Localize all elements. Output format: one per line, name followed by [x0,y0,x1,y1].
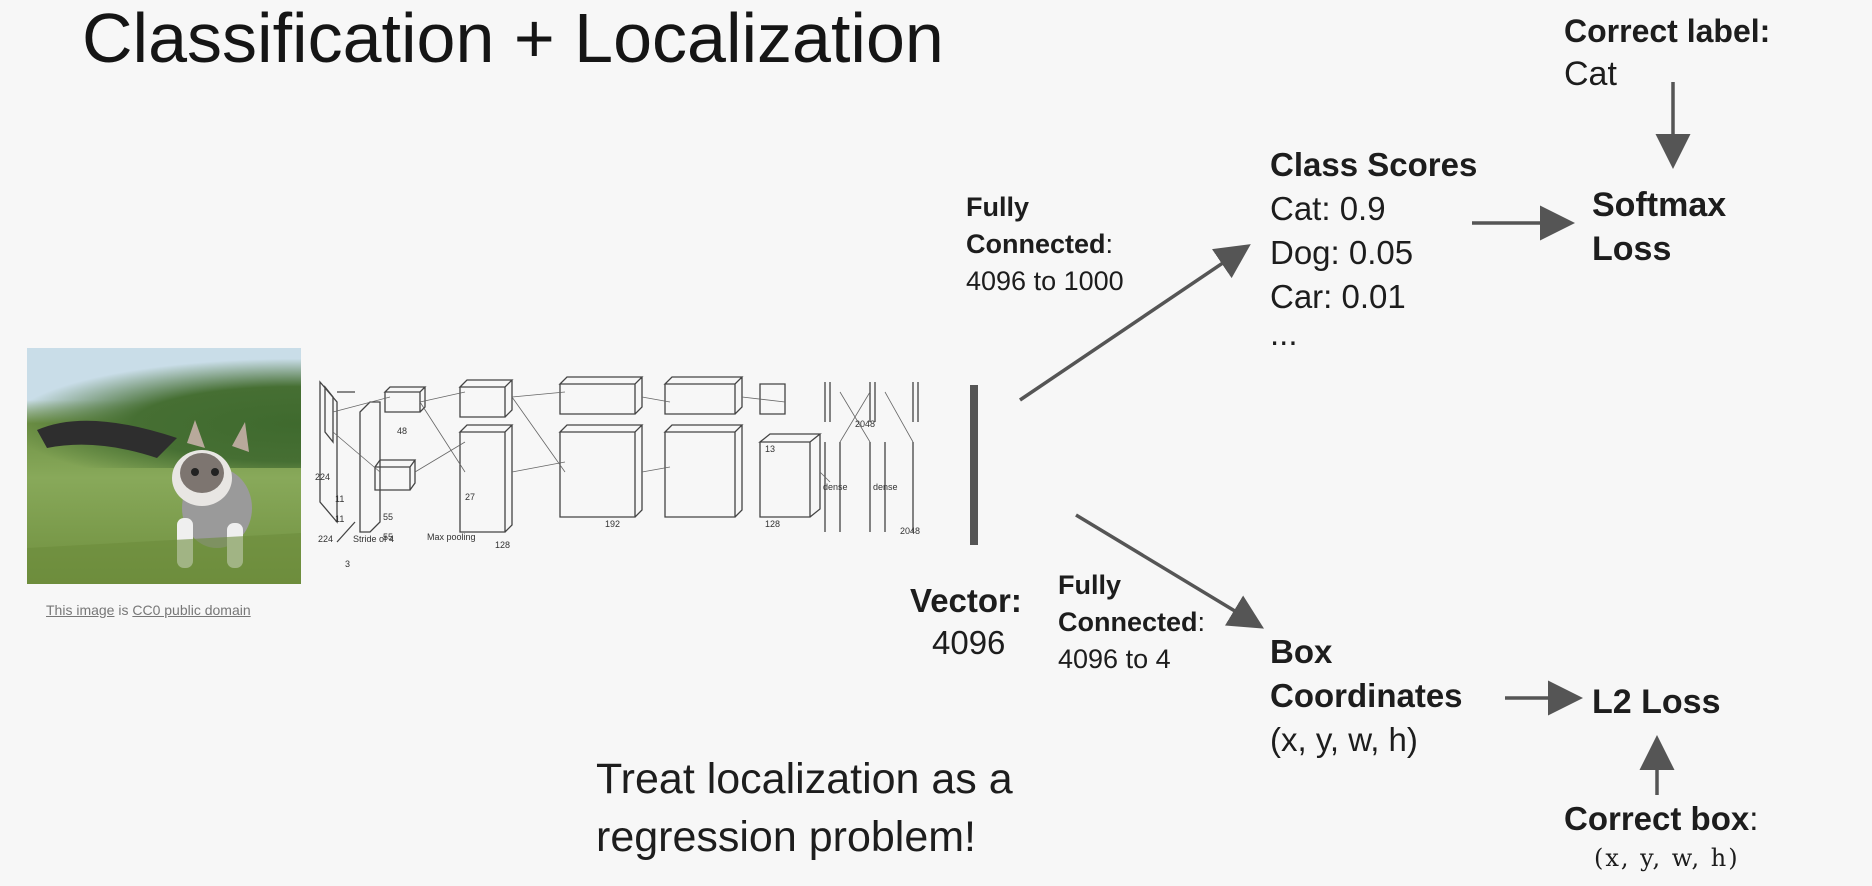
cnn-architecture-diagram: 224 224 3 Stride of 4 11 11 55 55 48 128… [315,376,920,569]
vector-size: 4096 [932,624,1006,661]
correct-box-heading: Correct box [1564,800,1750,837]
cnn-label: dense [823,482,848,492]
class-scores-block: Class Scores Cat: 0.9 Dog: 0.05 Car: 0.0… [1270,143,1478,352]
cnn-label: 2048 [855,419,875,429]
class-score-item: Cat: 0.9 [1270,190,1386,227]
cnn-label: 13 [765,444,775,454]
cnn-label: 2048 [900,526,920,536]
image-credit: This image is CC0 public domain [46,602,251,618]
vector-label: Vector: [910,582,1022,619]
cnn-label: 11 [335,514,344,524]
box-coordinates-block: Box Coordinates (x, y, w, h) [1270,633,1463,758]
cnn-label: 128 [495,540,510,550]
cnn-label: 128 [765,519,780,529]
feature-vector-bar [970,385,978,545]
arrow-to-box-coordinates [1075,513,1264,629]
cnn-label: 224 [318,534,333,544]
class-score-item: Car: 0.01 [1270,278,1406,315]
license-link[interactable]: CC0 public domain [132,602,251,618]
class-score-item: ... [1270,315,1298,352]
cnn-label: Stride of 4 [353,534,394,544]
regression-note: Treat localization as a regression probl… [596,755,1013,861]
correct-label-heading: Correct label: [1564,13,1771,49]
correct-box-value: (x, y, w, h) [1594,844,1740,872]
cnn-label: dense [873,482,898,492]
image-link[interactable]: This image [46,602,115,618]
cnn-label: 224 [315,472,330,482]
cnn-label: 48 [397,426,407,436]
slide-title: Classification + Localization [82,0,944,77]
l2-loss-label: L2 Loss [1592,683,1721,721]
correct-label-value: Cat [1564,55,1617,93]
cnn-label: 192 [605,519,620,529]
cnn-label: 11 [335,494,344,504]
cnn-label: 3 [345,559,350,569]
cat-photo [27,348,301,584]
class-scores-heading: Class Scores [1270,146,1478,183]
cnn-label: 55 [383,532,393,542]
cnn-label: 55 [383,512,393,522]
arrow-to-class-scores [1019,244,1251,402]
softmax-loss-label: Softmax Loss [1592,186,1727,268]
fc-bottom-label: Fully Connected: 4096 to 4 [1058,570,1206,674]
fc-top-label: Fully Connected: 4096 to 1000 [966,192,1124,296]
cnn-label: 27 [465,492,475,502]
correct-label-block: Correct label: Cat [1564,10,1770,96]
cnn-label: Max pooling [427,532,476,542]
correct-box-block: Correct box: (x, y, w, h) [1564,800,1759,872]
class-score-item: Dog: 0.05 [1270,234,1414,271]
